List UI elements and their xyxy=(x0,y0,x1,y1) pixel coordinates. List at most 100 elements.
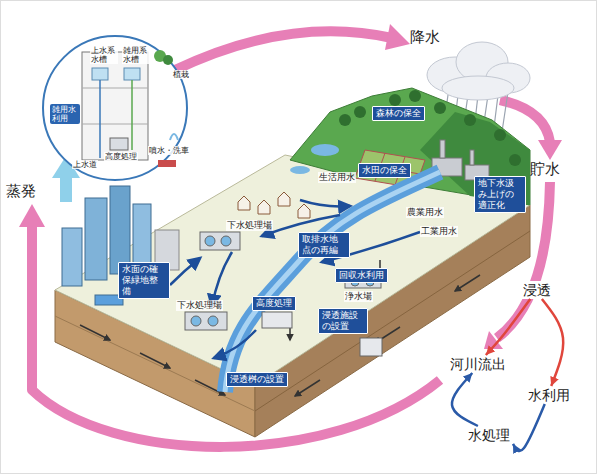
cloud xyxy=(427,42,530,100)
node-text: 地下水汲み上げの適正化 xyxy=(478,178,522,211)
treatment-plants xyxy=(185,232,382,356)
city-buildings-part xyxy=(133,204,151,270)
flow-arrow xyxy=(452,373,478,426)
measure-box: 回収水利用 xyxy=(335,268,388,283)
water-flow-arrow-part xyxy=(214,330,256,358)
cycle-box: 水処理 xyxy=(465,426,513,444)
factories-part xyxy=(440,140,445,158)
water-flow-arrow xyxy=(170,200,420,358)
node-text: 取排水地点の再編 xyxy=(302,234,346,256)
treatment-plants-part xyxy=(185,312,227,330)
city-buildings-part xyxy=(62,228,82,286)
hills-part-part xyxy=(354,106,366,118)
inset-label: 雑用水利用 xyxy=(50,104,80,124)
water-flow-arrow-part xyxy=(212,252,232,306)
houses-part xyxy=(238,196,250,210)
measure-box: 森林の保全 xyxy=(372,106,425,121)
flow-arrow xyxy=(542,299,563,386)
facility-label: 下水処理場 xyxy=(226,220,273,231)
treatment-plants-part xyxy=(191,316,201,326)
groundwater-arrow-part xyxy=(455,275,480,291)
cycle-arrowhead-part xyxy=(385,24,410,50)
flow-arrow xyxy=(486,299,530,355)
treatment-plants-part xyxy=(208,316,218,326)
cycle-arrow-part xyxy=(175,31,392,70)
treatment-plants-part xyxy=(360,338,382,356)
hills-part-part xyxy=(509,154,521,166)
cycle-box: 浸透 xyxy=(520,281,554,299)
inset-label: 植栽 xyxy=(172,70,190,79)
houses xyxy=(238,192,310,218)
cycle-label: 蒸発 xyxy=(6,182,36,200)
measure-box: 浸透桝の設置 xyxy=(226,372,288,387)
water-flow-arrow-part xyxy=(300,200,350,206)
houses-part xyxy=(298,204,310,218)
factories-part xyxy=(470,150,474,165)
facility-label: 生活用水 xyxy=(318,172,356,183)
building-inset-part xyxy=(163,55,173,65)
building-inset-part xyxy=(158,160,176,167)
building-inset-part xyxy=(82,88,148,89)
treatment-plants-part xyxy=(221,236,231,246)
houses-part xyxy=(278,192,290,206)
houses-part xyxy=(258,200,270,214)
cycle-label: 降水 xyxy=(410,28,440,46)
cycle-arrowhead-part xyxy=(538,140,562,160)
inset-label: 噴水・洗車 xyxy=(148,146,190,155)
inset-label: 上水系水槽 xyxy=(90,46,118,64)
building-inset-part xyxy=(92,68,108,80)
building-inset-part xyxy=(170,134,178,140)
treatment-plants-part xyxy=(205,236,215,246)
measure-box: 水面の確保緑地整備 xyxy=(118,262,170,299)
node-text: 浸透 xyxy=(523,281,551,299)
cycle-arrowhead-part xyxy=(19,204,45,227)
city-buildings xyxy=(62,186,179,305)
hills-part-part xyxy=(434,102,446,114)
cycle-box: 水利用 xyxy=(525,386,573,404)
hills-part-part xyxy=(389,94,401,106)
cycle-arrowhead-part xyxy=(484,331,503,349)
ponds-part xyxy=(290,166,310,174)
node-text: 回収水利用 xyxy=(339,270,384,281)
facility-label: 農業用水 xyxy=(406,207,444,218)
node-text: 水処理 xyxy=(468,426,510,444)
node-text: 水面の確保緑地整備 xyxy=(122,264,166,297)
measure-box: 浸透施設の設置 xyxy=(318,308,368,334)
cloud-part xyxy=(442,76,514,100)
measure-box: 地下水汲み上げの適正化 xyxy=(474,176,526,213)
hills-part-part xyxy=(339,114,351,126)
building-inset-part xyxy=(82,52,148,160)
building-inset-part xyxy=(43,36,187,180)
building-inset-part xyxy=(110,138,128,150)
building-inset-part xyxy=(82,124,148,125)
facility-label: 下水処理場 xyxy=(176,300,223,311)
cycle-box: 河川流出 xyxy=(447,355,509,373)
cycle-arrow xyxy=(32,31,550,447)
measure-box: 高度処理 xyxy=(252,296,296,311)
groundwater-arrow-part xyxy=(140,353,170,368)
node-text: 水利用 xyxy=(528,386,570,404)
building-inset-part xyxy=(99,80,101,158)
river xyxy=(225,172,440,392)
inset-label: 雑用系水槽 xyxy=(122,46,150,64)
ground-block xyxy=(55,155,530,437)
node-text: 浸透施設の設置 xyxy=(322,310,364,332)
building-inset xyxy=(43,36,187,180)
hills-part-part xyxy=(409,90,421,102)
building-inset-part xyxy=(131,80,133,150)
measure-box: 取排水地点の再編 xyxy=(298,232,350,258)
node-text: 河川流出 xyxy=(450,355,506,373)
inset-label: 高度処理 xyxy=(104,152,138,161)
node-text: 浸透桝の設置 xyxy=(230,374,284,385)
building-inset-part xyxy=(124,68,140,80)
facility-label: 工業用水 xyxy=(420,226,458,237)
node-text: 水田の保全 xyxy=(362,165,407,176)
water-flow-arrow-part xyxy=(170,258,200,285)
cycle-label: 貯水 xyxy=(530,160,560,178)
groundwater-arrow-part xyxy=(80,325,110,340)
hills-part-part xyxy=(494,129,506,141)
